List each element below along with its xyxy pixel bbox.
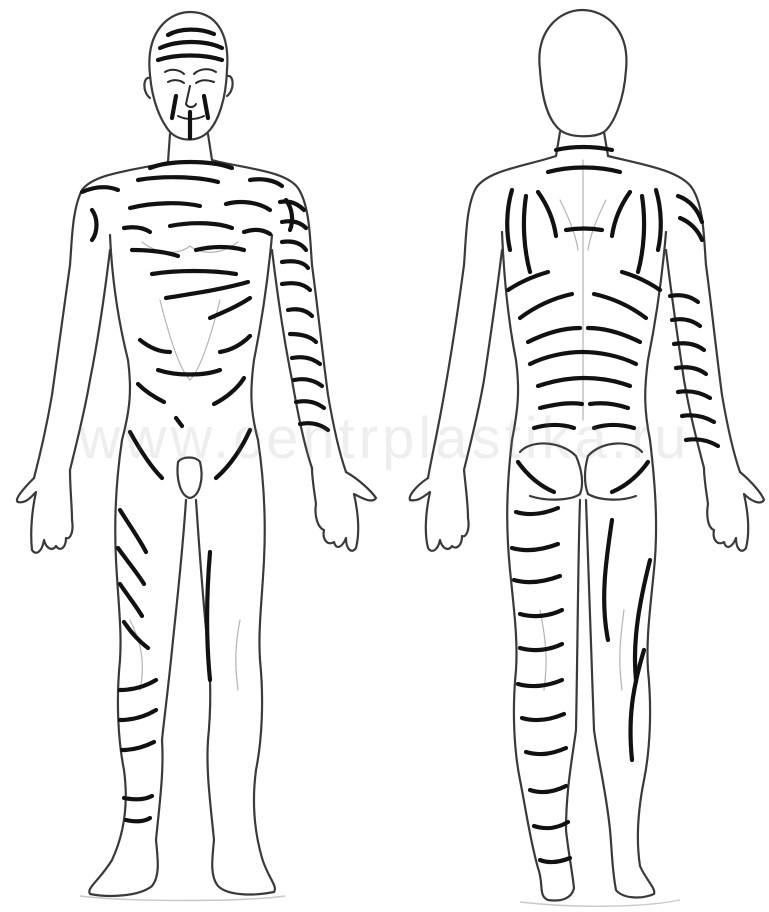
back-figure (410, 10, 764, 906)
back-outline (410, 10, 764, 906)
back-tension-lines (507, 147, 718, 862)
front-figure (17, 12, 376, 901)
front-tension-lines (82, 30, 328, 822)
front-outline (17, 12, 376, 901)
